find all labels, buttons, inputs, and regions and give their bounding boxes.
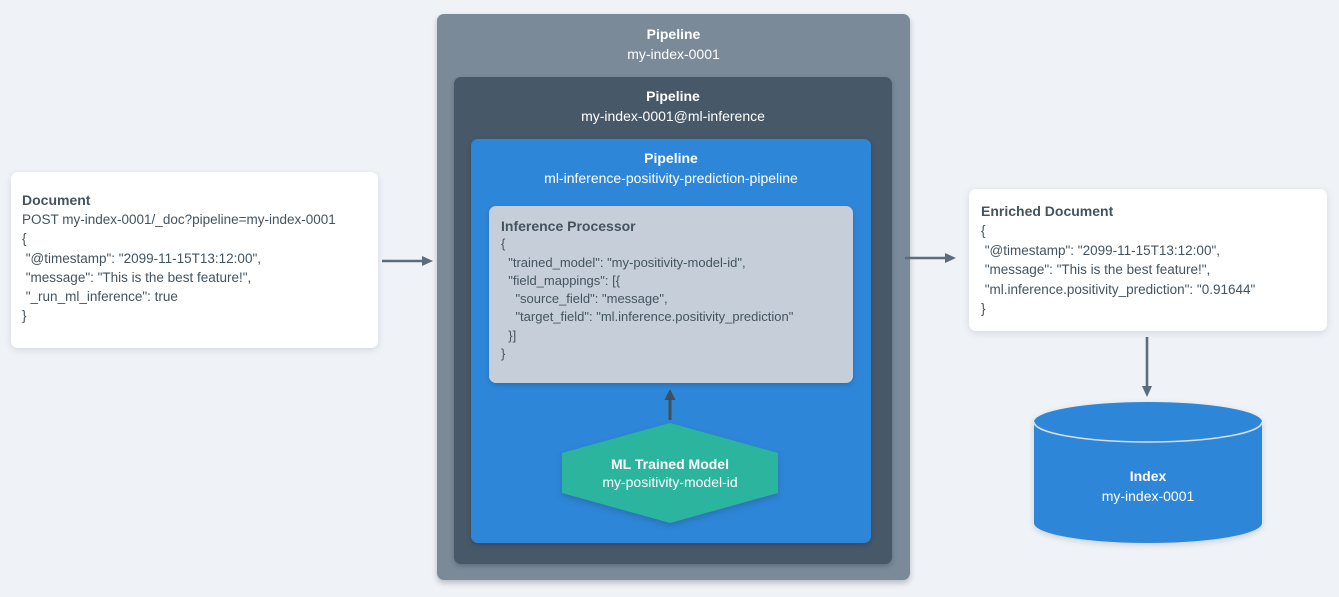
pipeline-prediction-header: Pipeline ml-inference-positivity-predict… (471, 139, 871, 188)
document-title: Document (22, 192, 91, 208)
index-name: my-index-0001 (1101, 488, 1195, 504)
document-code-line: "message": "This is the best feature!", (22, 269, 252, 285)
enriched-code-line: "message": "This is the best feature!", (981, 262, 1211, 278)
enriched-code-line: { (981, 223, 986, 239)
document-card: Document POST my-index-0001/_doc?pipelin… (11, 172, 378, 348)
document-code-line: "@timestamp": "2099-11-15T13:12:00", (22, 250, 261, 266)
enriched-code-line: } (981, 301, 986, 317)
arrow-up-icon (664, 389, 676, 420)
pipeline-prediction-name: ml-inference-positivity-prediction-pipel… (544, 170, 798, 186)
inference-processor-title: Inference Processor (501, 218, 636, 234)
document-code-line: "_run_ml_inference": true (22, 289, 178, 305)
document-code-line: } (22, 308, 27, 324)
arrow-down-icon (1142, 337, 1152, 397)
enriched-code-line: "ml.inference.positivity_prediction": "0… (981, 281, 1256, 297)
processor-code-line: "source_field": "message", (501, 291, 668, 307)
hexagon-shape: ML Trained Model my-positivity-model-id (562, 423, 778, 523)
index-label: Index (1129, 468, 1167, 484)
pipeline-ml-inference-name: my-index-0001@ml-inference (581, 108, 765, 124)
enriched-document-card: Enriched Document { "@timestamp": "2099-… (969, 189, 1327, 331)
processor-code-line: { (501, 236, 506, 252)
processor-code-line: "target_field": "ml.inference.positivity… (501, 309, 794, 325)
database-cylinder-icon (1033, 402, 1263, 543)
pipeline-outer-header: Pipeline my-index-0001 (437, 14, 910, 64)
ml-trained-model-name: my-positivity-model-id (602, 474, 738, 490)
processor-code-line: "field_mappings": [{ (501, 272, 621, 288)
pipeline-outer-label: Pipeline (646, 26, 701, 42)
arrow-right-icon (905, 253, 956, 263)
pipeline-outer-name: my-index-0001 (627, 46, 720, 62)
processor-code-line: } (501, 346, 506, 362)
ml-trained-model-label: ML Trained Model (611, 455, 729, 472)
pipeline-ml-inference-header: Pipeline my-index-0001@ml-inference (454, 77, 892, 126)
ml-trained-model-node: ML Trained Model my-positivity-model-id (562, 423, 778, 523)
enriched-code-line: "@timestamp": "2099-11-15T13:12:00", (981, 242, 1220, 258)
index-label-block: Index my-index-0001 (1033, 466, 1263, 506)
enriched-document-title: Enriched Document (981, 203, 1114, 219)
document-code-line: { (22, 231, 27, 247)
processor-code-line: }] (501, 327, 517, 343)
pipeline-prediction-label: Pipeline (644, 150, 698, 166)
document-code-line: POST my-index-0001/_doc?pipeline=my-inde… (22, 212, 336, 228)
processor-code-line: "trained_model": "my-positivity-model-id… (501, 254, 746, 270)
arrow-right-icon (382, 256, 433, 266)
inference-processor-card: Inference Processor { "trained_model": "… (489, 206, 853, 383)
pipeline-ml-inference-label: Pipeline (646, 88, 700, 104)
